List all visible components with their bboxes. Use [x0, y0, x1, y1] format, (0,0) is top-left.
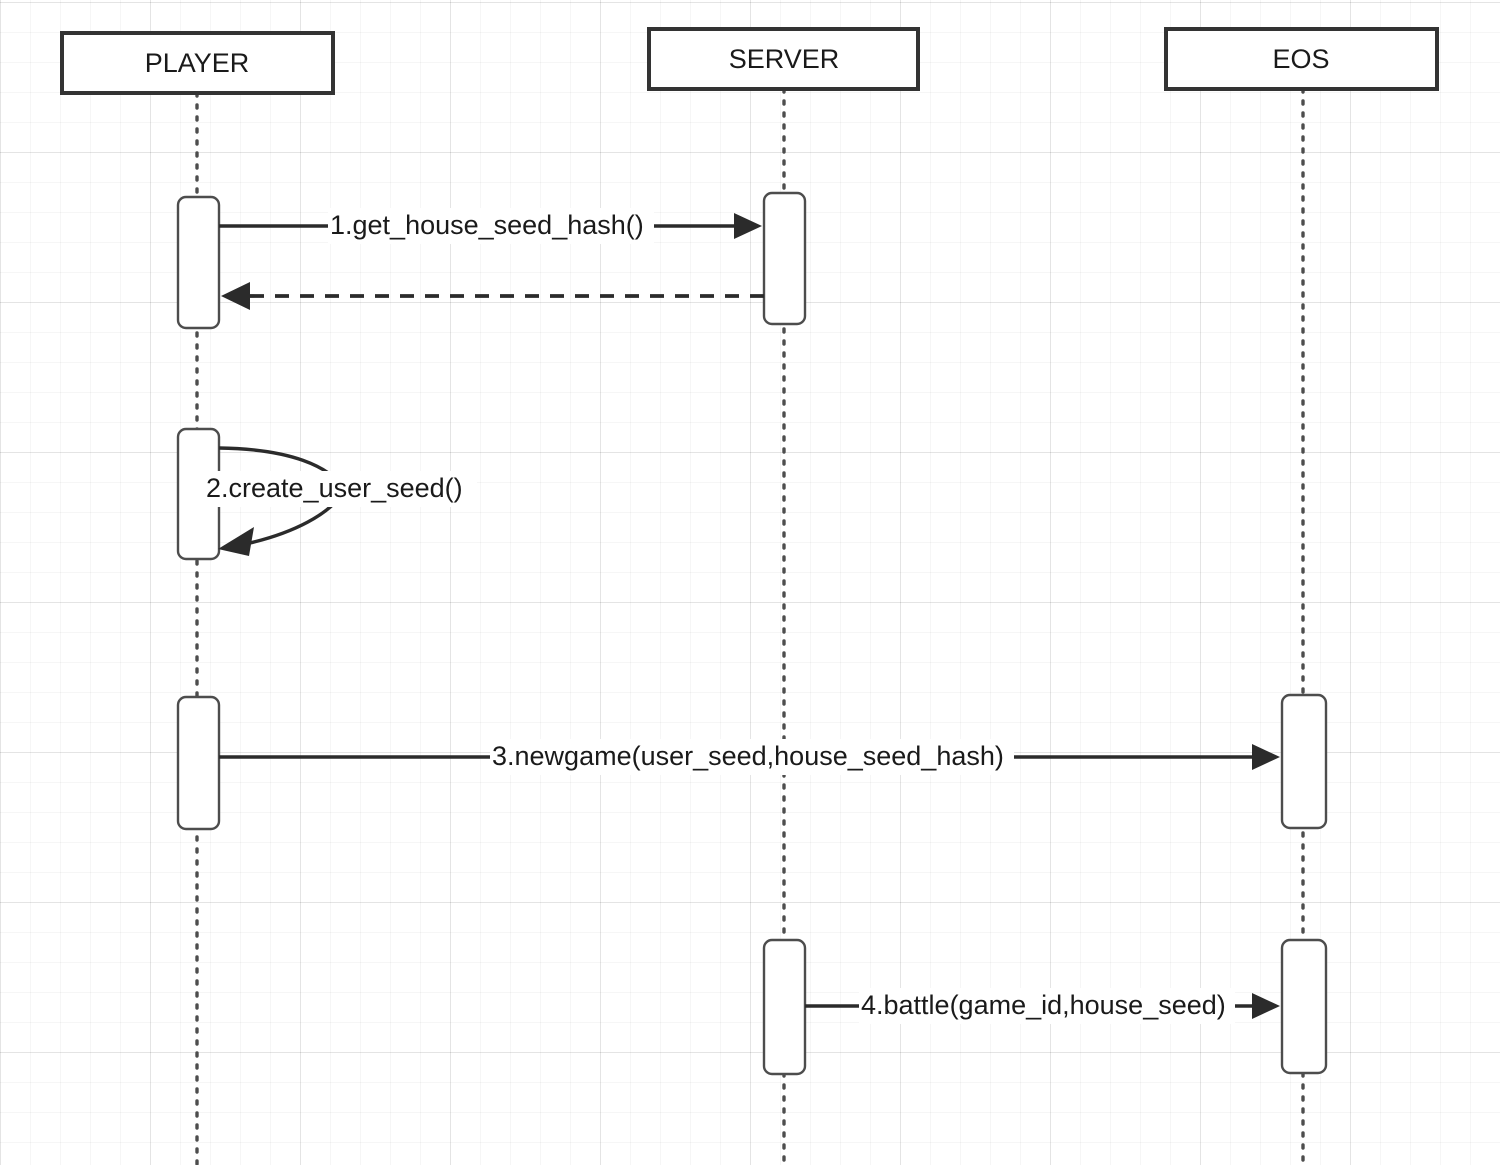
message-3-arrowhead-icon	[1252, 744, 1280, 770]
participant-label-server: SERVER	[729, 44, 840, 74]
participant-player[interactable]: PLAYER	[60, 31, 335, 95]
activation-bars	[176, 191, 1328, 1076]
message-2[interactable]: 2.create_user_seed()	[205, 446, 477, 556]
message-4-label-mask	[859, 988, 1235, 1024]
message-3-label: 3.newgame(user_seed,house_seed_hash)	[492, 741, 1004, 771]
message-2-label-mask	[205, 471, 477, 507]
message-return-1-arrowhead-icon	[221, 282, 250, 310]
message-1[interactable]: 1.get_house_seed_hash()	[219, 208, 762, 244]
participant-box-eos[interactable]	[1164, 27, 1439, 91]
activation-player-3[interactable]	[176, 695, 221, 831]
message-4-label: 4.battle(game_id,house_seed)	[861, 990, 1226, 1020]
message-4[interactable]: 4.battle(game_id,house_seed)	[805, 988, 1280, 1024]
participant-box-server[interactable]	[647, 27, 920, 91]
participant-label-player: PLAYER	[145, 48, 250, 78]
activation-eos-2[interactable]	[1280, 938, 1328, 1075]
message-3[interactable]: 3.newgame(user_seed,house_seed_hash)	[219, 739, 1280, 775]
activation-eos-1[interactable]	[1280, 693, 1328, 830]
activation-server-2[interactable]	[762, 938, 807, 1076]
message-4-arrowhead-icon	[1252, 993, 1280, 1019]
message-1-label-mask	[328, 208, 654, 244]
message-1-arrowhead-icon	[734, 213, 762, 239]
message-2-arrowhead-icon	[218, 527, 254, 556]
message-2-label: 2.create_user_seed()	[206, 473, 463, 503]
participant-box-player[interactable]	[60, 31, 335, 95]
activation-server-1[interactable]	[762, 191, 807, 326]
participant-server[interactable]: SERVER	[647, 27, 920, 91]
participant-label-eos: EOS	[1272, 44, 1329, 74]
participant-eos[interactable]: EOS	[1164, 27, 1439, 91]
message-1-label: 1.get_house_seed_hash()	[330, 210, 644, 240]
activation-player-1[interactable]	[176, 195, 221, 330]
message-return-1[interactable]	[221, 282, 764, 310]
message-3-label-mask	[490, 739, 1014, 775]
